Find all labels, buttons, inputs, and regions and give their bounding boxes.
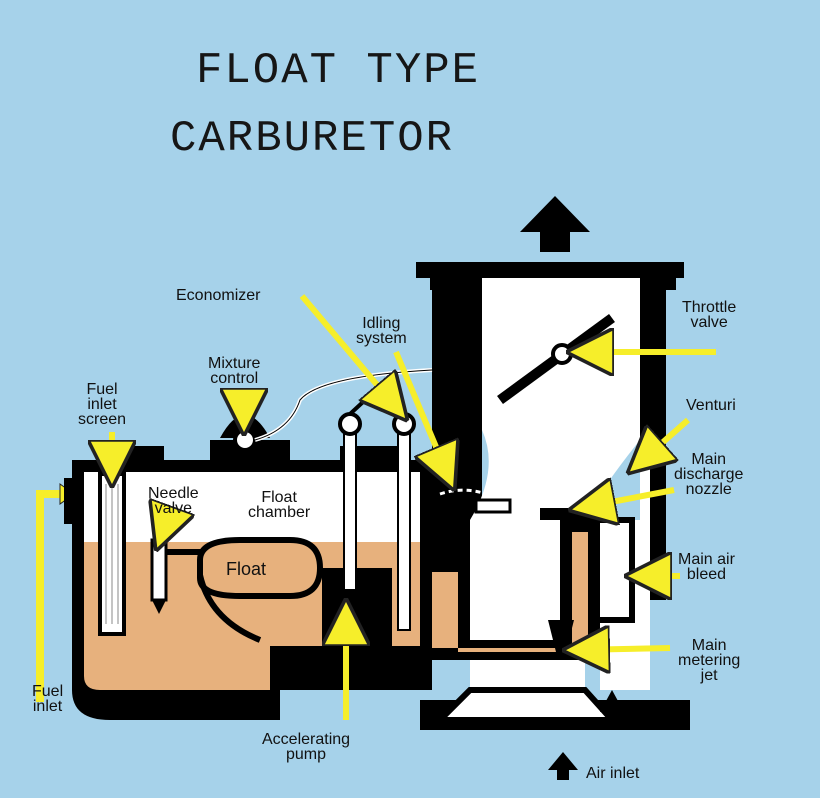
label-fuel-inlet-screen: Fuel inlet screen: [78, 381, 127, 428]
label-main-discharge-nozzle-line1: Main: [691, 451, 727, 468]
label-needle-valve-line2: valve: [154, 500, 193, 517]
throttle-body: [416, 262, 690, 730]
label-main-metering-jet: Main metering jet: [678, 637, 741, 684]
label-main-metering-jet-line2: metering: [678, 652, 741, 669]
label-accelerating-pump-line1: Accelerating: [262, 731, 351, 748]
label-main-metering-jet-line1: Main: [691, 637, 727, 654]
outlet-arrow-icon: [520, 196, 590, 252]
label-accelerating-pump: Accelerating pump: [262, 731, 351, 763]
fuel-inlet-screen: [98, 472, 126, 636]
label-economizer: Economizer: [176, 287, 261, 304]
pointer-arrows: [112, 294, 716, 720]
label-mixture-control-line1: Mixture: [208, 355, 261, 372]
air-inlet-legend-icon: [548, 752, 578, 780]
label-fuel-inlet-screen-line2: inlet: [87, 396, 117, 413]
label-needle-valve-line1: Needle: [148, 485, 199, 502]
label-float: Float: [226, 559, 267, 579]
label-main-discharge-nozzle-line2: discharge: [674, 466, 744, 483]
label-float-chamber-line2: chamber: [248, 504, 311, 521]
main-discharge-nozzle: [540, 508, 600, 520]
fuel-inlet-pipe: [36, 490, 64, 702]
label-main-metering-jet-line3: jet: [700, 667, 718, 684]
label-main-discharge-nozzle-line3: nozzle: [685, 481, 732, 498]
label-main-air-bleed: Main air bleed: [678, 551, 735, 583]
title-line-2: CARBURETOR: [170, 114, 455, 164]
label-idling-system-line1: Idling: [362, 315, 401, 332]
float: [197, 537, 324, 643]
label-mixture-control: Mixture control: [208, 355, 261, 387]
label-fuel-inlet-line2: inlet: [32, 698, 63, 715]
label-main-discharge-nozzle: Main discharge nozzle: [674, 451, 744, 498]
label-fuel-inlet-line1: Fuel: [32, 683, 64, 700]
label-main-air-bleed-line1: Main air: [678, 551, 735, 568]
air-inlet-arrow-icon: [600, 690, 624, 720]
label-air-inlet: Air inlet: [586, 765, 640, 782]
label-float-chamber: Float chamber: [248, 489, 311, 521]
label-main-air-bleed-line2: bleed: [686, 566, 727, 583]
venturi-bore: [470, 278, 640, 690]
idling-passage: [439, 488, 509, 532]
label-fuel-inlet-screen-line3: screen: [78, 411, 127, 428]
label-float-chamber-line1: Float: [261, 489, 297, 506]
label-fuel-inlet: Fuel inlet: [32, 683, 64, 715]
title-line-1: FLOAT TYPE: [196, 46, 481, 96]
label-throttle-valve-line1: Throttle: [682, 299, 737, 316]
label-idling-system-line2: system: [356, 330, 407, 347]
label-fuel-inlet-screen-line1: Fuel: [86, 381, 118, 398]
label-idling-system: Idling system: [356, 315, 407, 347]
label-mixture-control-line2: control: [210, 370, 259, 387]
label-throttle-valve: Throttle valve: [682, 299, 737, 331]
label-accelerating-pump-line2: pump: [286, 746, 327, 763]
label-venturi: Venturi: [686, 397, 736, 414]
label-throttle-valve-line2: valve: [690, 314, 728, 331]
label-needle-valve: Needle valve: [148, 485, 199, 517]
